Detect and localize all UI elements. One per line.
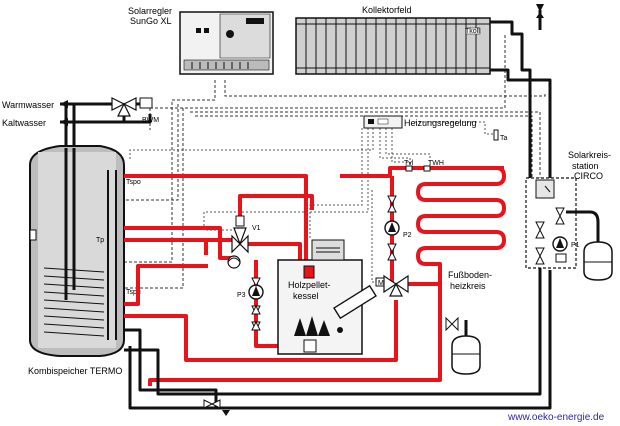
- check-valve-icon: [251, 277, 261, 332]
- solar-loop-pipe: [216, 270, 552, 410]
- valve-v1-icon: [231, 215, 249, 254]
- controller-knob-icon: [226, 30, 234, 38]
- sensor-tvl-label: Tvl: [404, 160, 414, 167]
- flame-icon: [294, 316, 330, 336]
- dhw-riser-pipe: [64, 104, 76, 150]
- website-url: www.oeko-energie.de: [507, 412, 605, 423]
- pump-p3-label: P3: [237, 292, 246, 299]
- mixing-valve-icon: [111, 97, 153, 117]
- mixer-m-icon: [375, 274, 409, 297]
- storage-label: Kombispeicher TERMO: [28, 366, 122, 376]
- floor-return-main-pipe: [124, 300, 398, 362]
- drain-valve-icon: [203, 399, 230, 416]
- pellet-feeder-icon: [333, 284, 377, 320]
- solar-station-label-line3: CIRCO: [574, 171, 603, 181]
- boiler-label-line2: kessel: [293, 291, 319, 301]
- outdoor-sensor-icon: [493, 129, 499, 141]
- sensor-tspu-label: Tspu: [126, 289, 141, 296]
- controller-display-icon: [246, 18, 264, 24]
- solar-controller: [179, 11, 274, 75]
- collector-return-pipe: [490, 68, 552, 188]
- collector-field: Kollektorfeld Tkoll: [295, 5, 491, 75]
- outdoor-sensor-label: Ta: [500, 135, 508, 142]
- sensor-tp-label: Tp: [96, 237, 104, 244]
- mixer-m-label: M: [378, 280, 384, 287]
- collector-supply-pipe: [490, 20, 532, 182]
- heating-control-label: Heizungsregelung: [404, 118, 477, 128]
- hot-water-label: Warmwasser: [2, 100, 54, 110]
- thermostat-icon: [227, 255, 241, 269]
- boiler-label-line1: Holzpellet-: [288, 280, 331, 290]
- solar-station-label-line1: Solarkreis-: [568, 150, 611, 160]
- cold-water-label: Kaltwasser: [2, 118, 46, 128]
- boiler-return-pipe: [124, 226, 232, 260]
- controller-label-line2: SunGo XL: [130, 16, 172, 26]
- floor-heating-coil: [148, 166, 506, 386]
- sensor-tspo-label: Tspo: [126, 179, 141, 186]
- boiler-supply-pipe: [124, 174, 308, 268]
- sensor-twh-label: TWH: [428, 160, 444, 167]
- air-vent-icon: [536, 4, 544, 18]
- collector-label: Kollektorfeld: [362, 5, 412, 15]
- controller-label-line1: Solarregler: [128, 6, 172, 16]
- pump-p2-label: P2: [403, 232, 412, 239]
- collector-sensor-label: Tkoll: [465, 28, 480, 35]
- expansion-vessel-floor: [445, 316, 481, 375]
- solar-station: [525, 177, 600, 269]
- pump-p2-icon: [384, 220, 400, 236]
- pellet-boiler: [277, 239, 377, 355]
- floor-heating-label-line1: Fußboden-: [448, 270, 492, 280]
- pump-p3-icon: [248, 284, 264, 300]
- cold-water-pipe: [60, 114, 152, 124]
- mixer-label: BWM: [142, 117, 159, 124]
- valve-v1-label: V1: [252, 225, 261, 232]
- expansion-vessel-solar: [583, 241, 613, 281]
- solar-return-pipe: [124, 328, 218, 410]
- solar-station-label-line2: station: [572, 161, 599, 171]
- heating-controller: [363, 115, 403, 129]
- storage-tank: [29, 145, 125, 357]
- floor-heating-label-line2: heizkreis: [450, 281, 486, 291]
- pump-p1-label: P1: [571, 242, 580, 249]
